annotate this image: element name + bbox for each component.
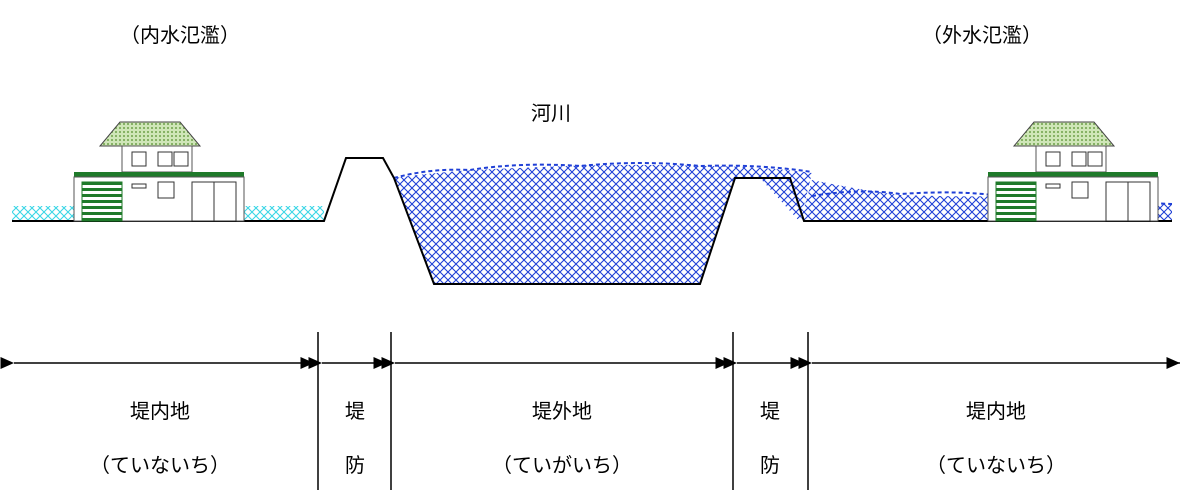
zone-label: 堤内地 (966, 399, 1026, 423)
zone-label: 堤 (760, 399, 780, 423)
river-label: 河川 (531, 101, 571, 125)
zone-reading: （ていないち） (926, 453, 1066, 477)
house-icon (987, 121, 1159, 222)
zone-label: 堤 (345, 399, 365, 423)
house-icon (73, 121, 245, 222)
river-water (394, 164, 812, 284)
river-flood-caption: （外水氾濫） (922, 23, 1042, 47)
zone-reading: （ていがいち） (492, 453, 632, 477)
zone-reading: 防 (760, 453, 780, 477)
zone-label: 堤内地 (130, 399, 190, 423)
zone-label: 堤外地 (532, 399, 592, 423)
river-surface-wave (393, 162, 813, 179)
zone-reading: 防 (345, 453, 365, 477)
ground-profile (12, 157, 1172, 285)
zone-reading: （ていないち） (90, 453, 230, 477)
inland-flood-caption: （内水氾濫） (120, 23, 240, 47)
